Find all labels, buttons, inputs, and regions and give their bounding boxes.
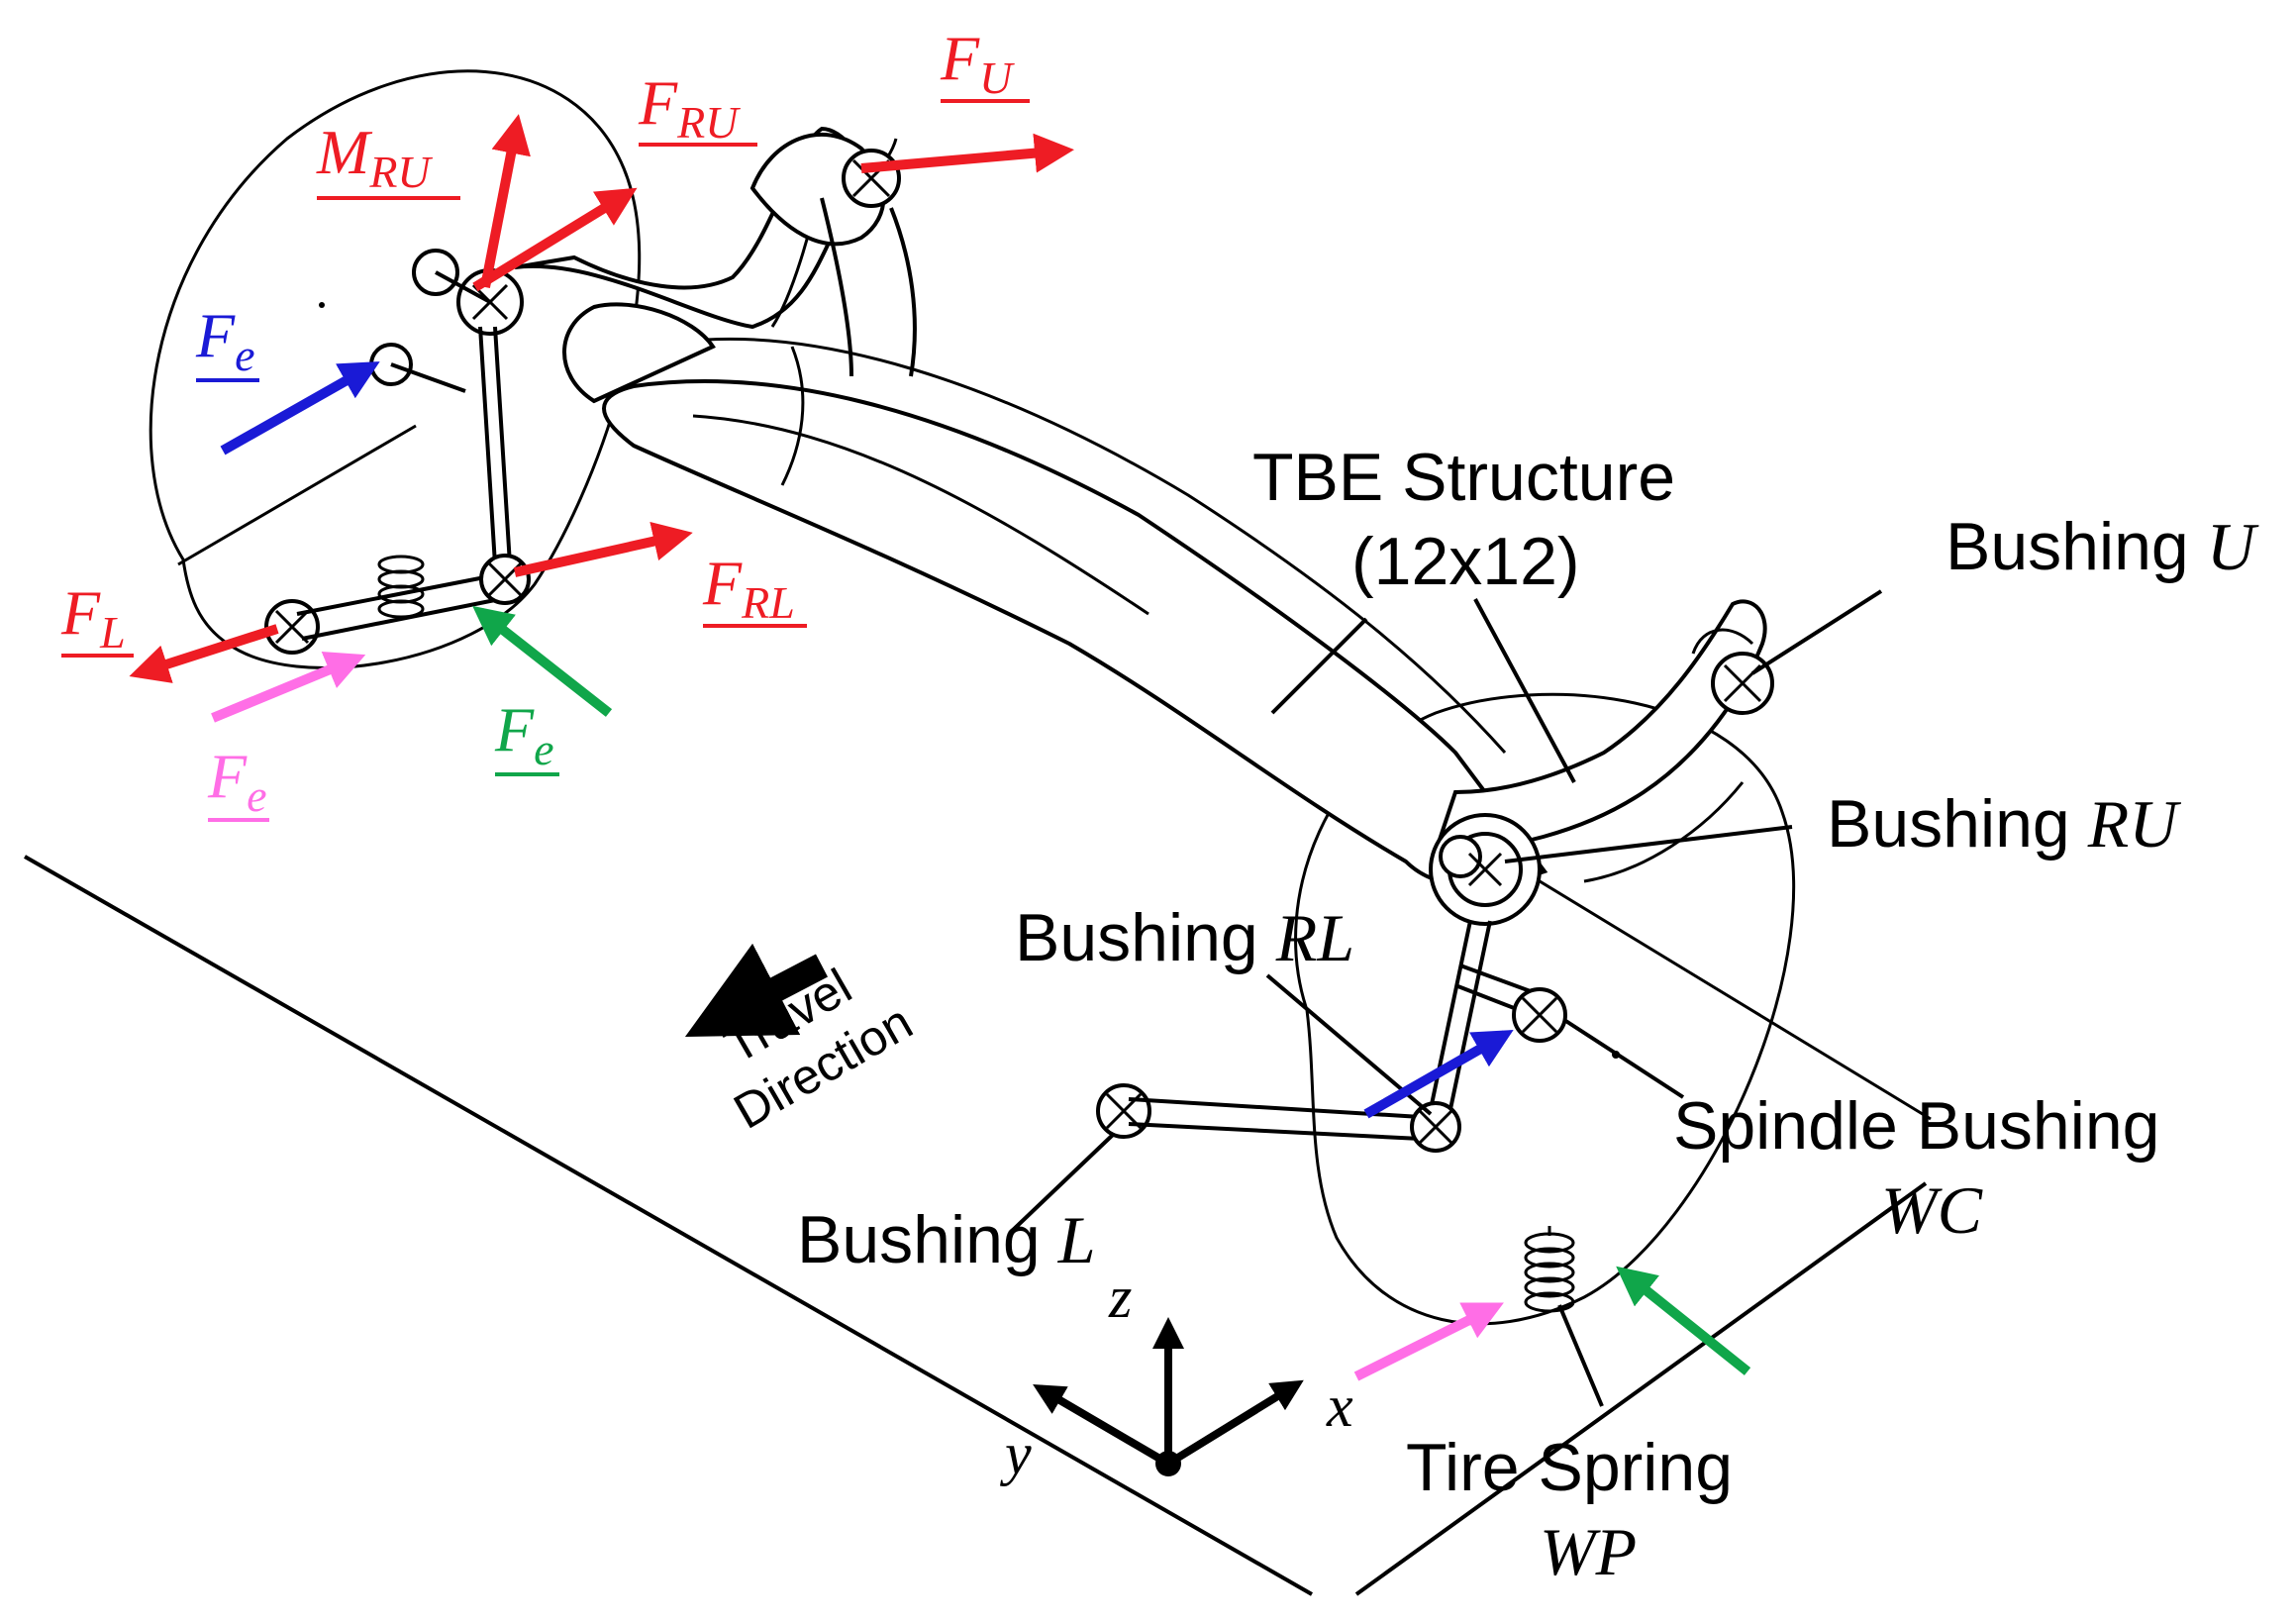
arrow-f-e-green-right bbox=[1616, 1266, 1751, 1375]
arrow-f-e-pink-left bbox=[211, 651, 366, 723]
arrow-f-e-green-left bbox=[472, 605, 613, 717]
label-f-l: FL bbox=[60, 577, 126, 658]
axis-y-label: y bbox=[999, 1421, 1032, 1486]
label-f-u: FU bbox=[940, 23, 1015, 103]
right-bushing-ru bbox=[1429, 813, 1542, 926]
labels: TBE Structure (12x12) Bushing U Bushing … bbox=[716, 440, 2259, 1589]
arrow-f-l bbox=[129, 624, 279, 683]
arrow-f-e-blue-left bbox=[220, 361, 380, 456]
ground-plane bbox=[24, 855, 1928, 1596]
upper-left-fork bbox=[749, 132, 917, 377]
arrow-f-rl bbox=[513, 522, 693, 577]
right-upper-fork bbox=[1691, 628, 1774, 715]
arrow-f-e-blue-right bbox=[1363, 1030, 1514, 1119]
axis-z-label: z bbox=[1108, 1265, 1132, 1330]
bushing-l-label: Bushing L bbox=[797, 1202, 1096, 1277]
left-wheel bbox=[149, 69, 642, 669]
label-f-e-blue: Fe bbox=[195, 300, 255, 380]
tire-spring-coil bbox=[1524, 1226, 1575, 1313]
bushing-ru-label: Bushing RU bbox=[1827, 786, 2181, 862]
label-m-ru: MRU bbox=[316, 117, 433, 197]
spindle-bushing-symbol: WC bbox=[1881, 1172, 1983, 1248]
tire-spring-symbol: WP bbox=[1540, 1514, 1637, 1589]
left-spindle-link bbox=[369, 326, 512, 565]
arrow-f-u bbox=[860, 133, 1074, 173]
tbe-beam bbox=[514, 126, 1767, 887]
axis-x-label: x bbox=[1326, 1373, 1353, 1439]
bushing-u-label: Bushing U bbox=[1946, 509, 2259, 584]
label-f-ru: FRU bbox=[638, 67, 741, 148]
label-f-rl: FRL bbox=[702, 548, 795, 628]
spindle-bushing-label: Spindle Bushing bbox=[1673, 1088, 2159, 1164]
tbe-size-label: (12x12) bbox=[1351, 524, 1580, 599]
label-f-e-green: Fe bbox=[494, 694, 554, 774]
travel-direction-arrow bbox=[684, 943, 829, 1038]
arrow-f-e-pink-right bbox=[1353, 1302, 1504, 1381]
label-f-e-pink: Fe bbox=[207, 741, 267, 821]
force-arrows bbox=[129, 114, 1751, 1381]
tbe-structure-label: TBE Structure bbox=[1252, 440, 1675, 515]
bushing-rl-label: Bushing RL bbox=[1015, 900, 1354, 975]
left-lower-links bbox=[264, 554, 531, 655]
arrow-m-ru bbox=[480, 114, 531, 288]
arrow-f-ru bbox=[472, 187, 638, 292]
axis-labels: z x y bbox=[999, 1265, 1353, 1486]
tire-spring-label: Tire Spring bbox=[1406, 1430, 1733, 1505]
coordinate-axes bbox=[1033, 1317, 1304, 1476]
left-bushing-ru bbox=[412, 249, 524, 336]
force-labels: FU FRU MRU Fe FL FRL Fe Fe bbox=[60, 23, 1030, 822]
